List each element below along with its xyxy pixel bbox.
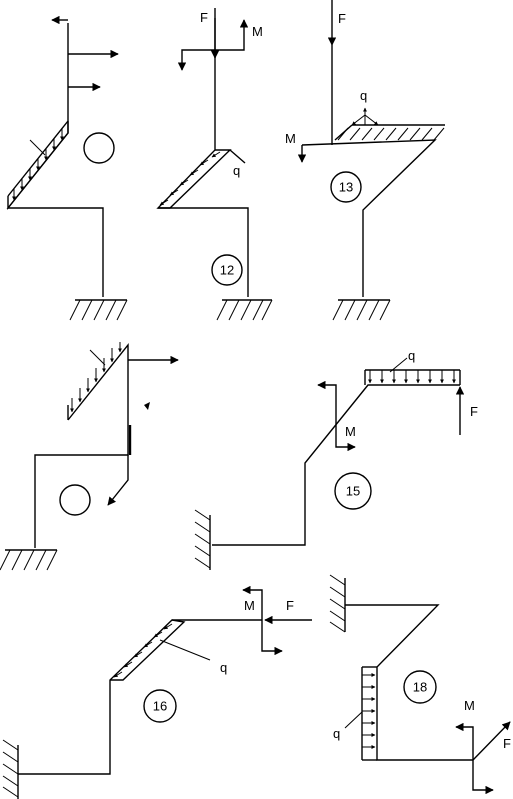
problem-number-circle-11	[83, 132, 115, 164]
label-q-15: q	[408, 348, 415, 363]
fixed-support-15	[194, 509, 211, 570]
frame-problem-18: q 18 M F	[329, 574, 511, 795]
problem-number-circle-16	[143, 689, 177, 723]
problem-number-circle-12	[211, 254, 243, 286]
label-q-18: q	[333, 726, 340, 741]
distributed-load-15	[364, 357, 461, 385]
distributed-load-12	[158, 149, 246, 209]
fixed-support-14	[0, 549, 58, 571]
label-q-13: q	[360, 88, 367, 103]
label-M-15: M	[345, 424, 356, 439]
frame-12-members	[156, 18, 249, 297]
small-arrowhead-14	[144, 402, 150, 410]
fixed-support-12	[216, 299, 273, 321]
problem-number-13: 13	[339, 180, 353, 195]
problem-number-circle-18	[403, 670, 437, 704]
problem-number-12: 12	[220, 263, 234, 278]
problem-number-15: 15	[346, 484, 360, 499]
frame-16-members	[18, 619, 262, 775]
frame-15-members	[212, 384, 460, 546]
fixed-support-18	[329, 574, 346, 633]
frame-problem-13: F M q 13	[285, 0, 445, 321]
label-M-13: M	[285, 131, 296, 146]
label-F-16: F	[286, 598, 294, 613]
frame-problem-12: F M q 12	[156, 8, 273, 321]
label-F-13: F	[338, 11, 346, 26]
distributed-load-16	[110, 619, 211, 681]
moment-arrow-14	[107, 455, 129, 506]
moment-M-12	[177, 19, 249, 71]
problem-number-circle-14	[59, 484, 91, 516]
label-F-12: F	[200, 10, 208, 25]
label-F-15: F	[470, 404, 478, 419]
label-q-12: q	[233, 163, 240, 178]
frame-11-members	[6, 23, 104, 297]
distributed-load-13	[334, 107, 445, 141]
frame-14-members	[34, 360, 129, 548]
frame-problem-14	[0, 342, 179, 571]
frame-problem-16: q F M 16	[2, 585, 312, 799]
fixed-support-16	[2, 739, 19, 799]
label-q-16: q	[220, 660, 227, 675]
frame-problem-15: M q F 15	[194, 348, 478, 570]
moment-M-15	[317, 380, 356, 452]
moment-M-16	[242, 585, 283, 656]
frame-13-members	[301, 139, 437, 297]
label-M-16: M	[244, 598, 255, 613]
label-M-12: M	[252, 24, 263, 39]
moment-M-18	[455, 722, 494, 795]
fixed-support-11	[69, 299, 128, 321]
problem-number-16: 16	[153, 699, 167, 714]
distributed-load-18	[344, 666, 377, 761]
label-M-18: M	[464, 698, 475, 713]
distributed-load-11	[7, 120, 69, 210]
distributed-load-14	[67, 342, 129, 421]
problem-number-18: 18	[413, 680, 427, 695]
label-F-18: F	[503, 736, 511, 751]
force-F-18	[472, 721, 511, 761]
problem-number-circle-15	[334, 472, 372, 510]
problem-number-circle-13	[330, 171, 362, 203]
fixed-support-13	[332, 299, 391, 321]
frame-problem-11	[6, 15, 128, 321]
frame-18-members	[345, 604, 473, 761]
